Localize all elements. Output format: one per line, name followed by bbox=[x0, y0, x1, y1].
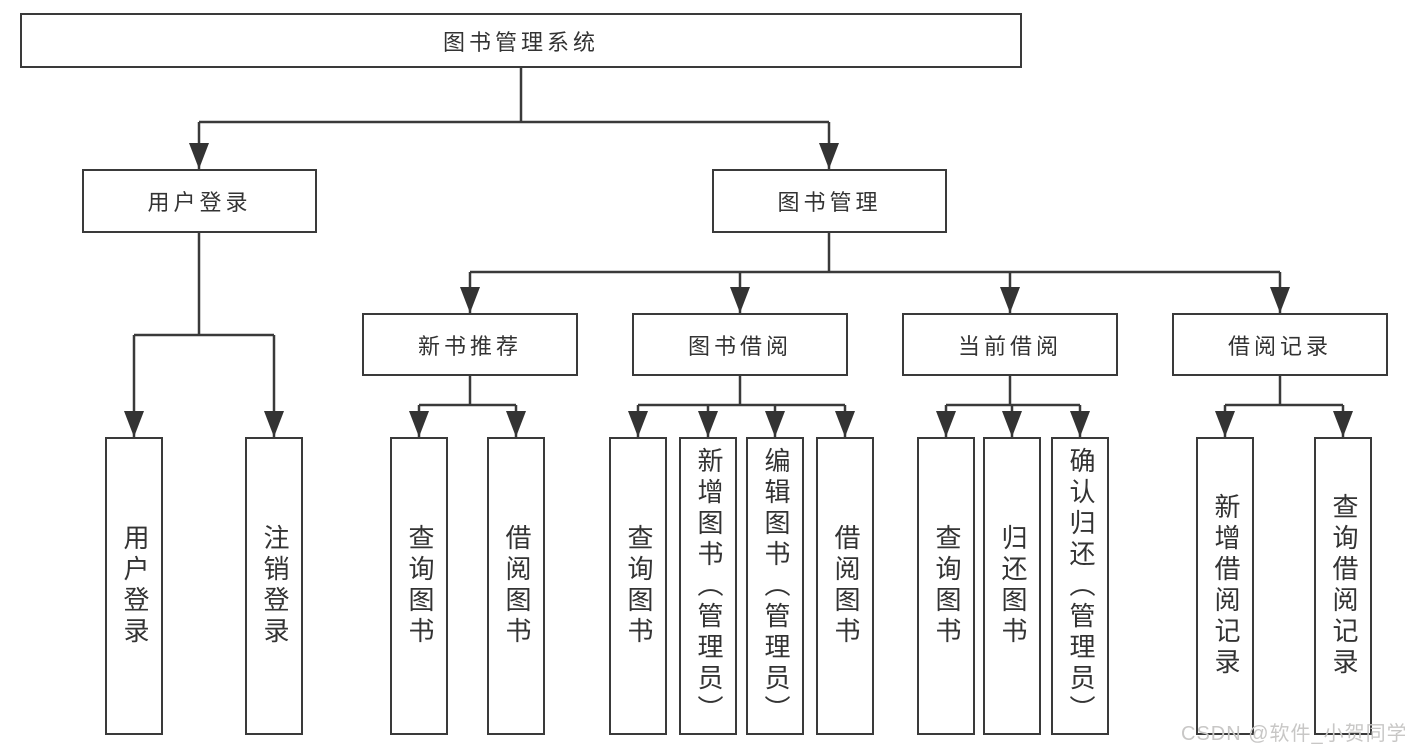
arrowhead bbox=[1002, 411, 1022, 437]
node-current-borrowing: 当前借阅 bbox=[902, 313, 1118, 376]
arrowhead bbox=[1000, 287, 1020, 313]
arrowhead bbox=[506, 411, 526, 437]
arrowhead bbox=[765, 411, 785, 437]
leaf-label: 编辑图书（管理员） bbox=[761, 446, 790, 726]
leaf-label: 新增借阅记录 bbox=[1211, 493, 1240, 679]
connector-current-borrowing-children bbox=[936, 376, 1090, 437]
arrowhead bbox=[936, 411, 956, 437]
arrowhead bbox=[1333, 411, 1353, 437]
connector-book-borrowing-children bbox=[628, 376, 855, 437]
arrowhead bbox=[628, 411, 648, 437]
connector-root-to-level2 bbox=[189, 68, 839, 169]
leaf-label: 注销登录 bbox=[260, 524, 289, 648]
node-library-management-system: 图书管理系统 bbox=[20, 13, 1022, 68]
connector-new-book-recommendation-children bbox=[409, 376, 526, 437]
node-label: 借阅记录 bbox=[1227, 333, 1332, 359]
leaf-logout: 注销登录 bbox=[245, 437, 303, 735]
connector-book-management-to-level3 bbox=[460, 233, 1290, 313]
leaf-label: 查询借阅记录 bbox=[1329, 493, 1358, 679]
arrowhead bbox=[1215, 411, 1235, 437]
arrowhead bbox=[409, 411, 429, 437]
leaf-add-borrow-record: 新增借阅记录 bbox=[1196, 437, 1254, 735]
connector-user-login-children bbox=[124, 233, 284, 437]
leaf-query-books-borrowing: 查询图书 bbox=[609, 437, 667, 735]
arrowhead bbox=[124, 411, 144, 437]
leaf-user-login: 用户登录 bbox=[105, 437, 163, 735]
arrowhead bbox=[835, 411, 855, 437]
arrowhead bbox=[189, 143, 209, 169]
arrowhead bbox=[819, 143, 839, 169]
node-label: 图书借阅 bbox=[687, 333, 792, 359]
leaf-label: 查询图书 bbox=[624, 524, 653, 648]
node-new-book-recommendation: 新书推荐 bbox=[362, 313, 578, 376]
connector-borrowing-records-children bbox=[1215, 376, 1353, 437]
leaf-label: 归还图书 bbox=[998, 524, 1027, 648]
leaf-confirm-return-admin: 确认归还（管理员） bbox=[1051, 437, 1109, 735]
arrowhead bbox=[1270, 287, 1290, 313]
node-book-borrowing: 图书借阅 bbox=[632, 313, 848, 376]
leaf-add-book-admin: 新增图书（管理员） bbox=[679, 437, 737, 735]
leaf-label: 查询图书 bbox=[932, 524, 961, 648]
node-borrowing-records: 借阅记录 bbox=[1172, 313, 1388, 376]
leaf-query-books-current: 查询图书 bbox=[917, 437, 975, 735]
leaf-label: 借阅图书 bbox=[831, 524, 860, 648]
leaf-label: 用户登录 bbox=[120, 524, 149, 648]
leaf-label: 借阅图书 bbox=[502, 524, 531, 648]
node-label: 新书推荐 bbox=[417, 333, 522, 359]
node-label: 用户登录 bbox=[147, 190, 252, 215]
node-label: 图书管理系统 bbox=[442, 29, 599, 55]
leaf-edit-book-admin: 编辑图书（管理员） bbox=[746, 437, 804, 735]
arrowhead bbox=[698, 411, 718, 437]
leaf-label: 查询图书 bbox=[405, 524, 434, 648]
leaf-label: 确认归还（管理员） bbox=[1066, 446, 1095, 726]
watermark-text: CSDN @软件_小贺同学 bbox=[1181, 723, 1405, 745]
leaf-borrow-books-borrowing: 借阅图书 bbox=[816, 437, 874, 735]
node-user-login: 用户登录 bbox=[82, 169, 317, 233]
arrowhead bbox=[264, 411, 284, 437]
leaf-return-books: 归还图书 bbox=[983, 437, 1041, 735]
node-book-management: 图书管理 bbox=[712, 169, 947, 233]
arrowhead bbox=[460, 287, 480, 313]
arrowhead bbox=[1070, 411, 1090, 437]
leaf-query-borrow-record: 查询借阅记录 bbox=[1314, 437, 1372, 735]
leaf-label: 新增图书（管理员） bbox=[694, 446, 723, 726]
leaf-borrow-books-recommend: 借阅图书 bbox=[487, 437, 545, 735]
node-label: 图书管理 bbox=[777, 190, 882, 215]
leaf-query-books-recommend: 查询图书 bbox=[390, 437, 448, 735]
arrowhead bbox=[730, 287, 750, 313]
node-label: 当前借阅 bbox=[957, 333, 1062, 359]
